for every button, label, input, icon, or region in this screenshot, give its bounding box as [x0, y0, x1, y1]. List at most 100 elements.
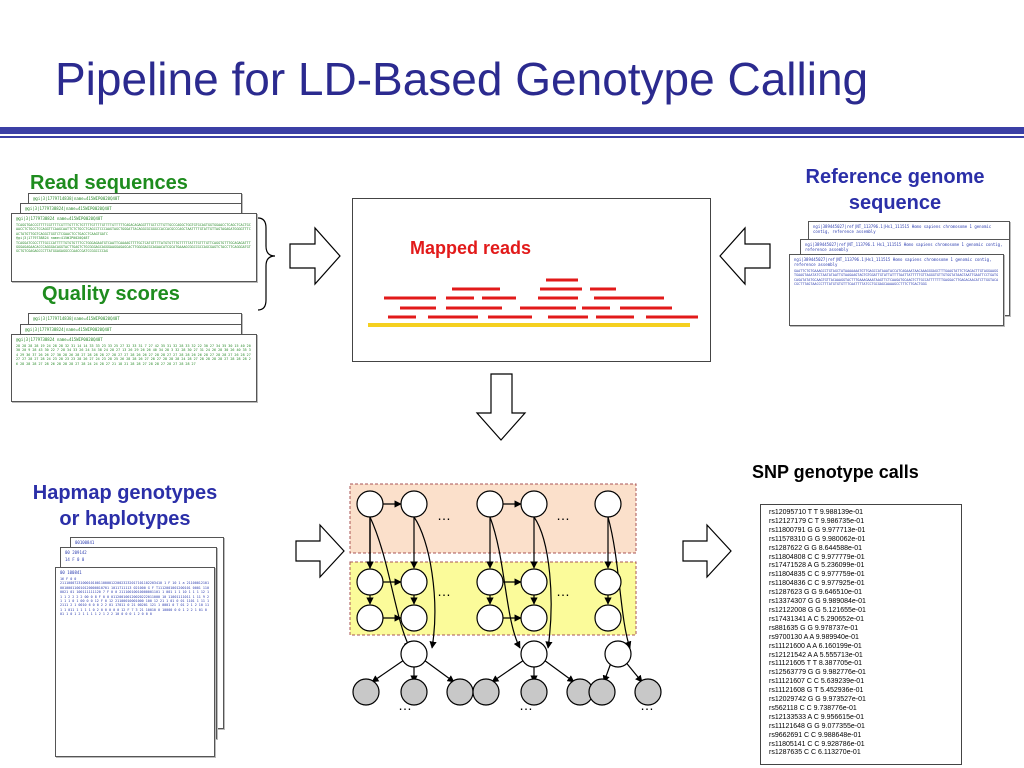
edge: [533, 516, 553, 649]
observed-node: [472, 678, 500, 706]
doc-header: ngi|389445027|ref|NT_113796.1|Hs1_111515…: [813, 224, 992, 234]
doc-header: 00100841: [75, 540, 95, 545]
edge: [491, 659, 525, 683]
snp-call-row: rs12121542 A A 5.555713e-01: [769, 651, 863, 659]
ellipsis: …: [437, 583, 451, 599]
read-doc-front: @gi|3|1779738824 name=415WIP0020Q48T TCA…: [11, 213, 257, 282]
state-node: [594, 604, 622, 632]
doc-header: @gi|3|1779738824|name=415WIP0020Q48T: [25, 327, 112, 332]
curly-brace: [257, 217, 276, 311]
observed-node: [588, 678, 616, 706]
doc-body-2: TCAGGATCGCCTTTGCCCATTTTTGTGTGTTTCCTGGGAG…: [16, 240, 251, 254]
doc-header: @gi|3|1779738824 name=415WIP0020Q48T: [16, 337, 103, 342]
snp-call-row: rs1287622 G G 8.644588e-01: [769, 544, 863, 552]
observed-node: [446, 678, 474, 706]
reference-genome-label: Reference genome sequence: [800, 164, 990, 216]
hapmap-label-line2: or haplotypes: [59, 508, 191, 530]
hapmap-label-line1: Hapmap genotypes: [32, 482, 218, 504]
doc-header: @gi|3|1779738824|name=415WIP0020Q48T: [25, 206, 112, 211]
quality-scores-label: Quality scores: [42, 283, 180, 305]
doc-header: 00 209142: [65, 550, 87, 555]
snp-call-row: rs11121600 A A 6.160199e-01: [769, 642, 862, 650]
mapped-read-bars: [384, 278, 698, 319]
snp-call-row: rs11121605 T T 8.387705e-01: [769, 660, 863, 668]
snp-call-row: rs12095710 T T 9.988139e-01: [769, 509, 864, 516]
snp-call-row: rs9662691 C C 9.988648e-01: [769, 731, 862, 739]
snp-call-row: rs11121608 G T 5.452936e-01: [769, 687, 864, 695]
hapmap-doc-front: 00 100841 16 F 0 0 211100072310001010011…: [55, 567, 215, 757]
edge: [369, 516, 411, 649]
doc-header: ngi|389445027|ref|NT_113796.1 Hs1_111515…: [805, 242, 1003, 252]
state-node: [520, 604, 548, 632]
ellipsis: …: [556, 507, 570, 523]
ellipsis: …: [519, 697, 533, 713]
hapmap-label: Hapmap genotypes or haplotypes: [18, 480, 232, 532]
reference-label-line1: Reference genome: [805, 166, 985, 188]
ellipsis: …: [640, 697, 654, 713]
title-rule: [0, 127, 1024, 134]
ellipsis: …: [556, 583, 570, 599]
state-node: [356, 604, 384, 632]
snp-call-row: rs12563779 G G 9.982776e-01: [769, 669, 866, 677]
state-node: [400, 568, 428, 596]
block-arrow-left-reference: [719, 226, 771, 286]
block-arrow-down: [475, 373, 527, 441]
edge: [543, 659, 575, 683]
snp-call-row: rs9700130 A A 9.989940e-01: [769, 633, 859, 641]
snp-call-row: rs12029742 G G 9.973527e-01: [769, 696, 866, 704]
snp-call-row: rs17471528 A G 5.236099e-01: [769, 562, 865, 570]
snp-call-row: rs1287623 G G 9.646510e-01: [769, 589, 863, 597]
snp-call-row: rs11804836 C C 9.977925e-01: [769, 580, 865, 588]
genotype-node: [604, 640, 632, 668]
doc-header-2: @gi|3|1779738824 name=415WIP0020Q48T: [16, 236, 90, 241]
doc-subheader: 14 F 0 0: [65, 557, 85, 562]
doc-body: 2111000723100010100110000122002323201710…: [60, 581, 210, 617]
quality-doc-front: @gi|3|1779738824 name=415WIP0020Q48T 28 …: [11, 334, 257, 402]
doc-header: @gi|3|1779738824 name=415WIP0020Q48T: [16, 216, 103, 221]
mapped-reads-label: Mapped reads: [410, 238, 532, 258]
snp-call-row: rs11805141 C C 9.928786e-01: [769, 740, 865, 748]
snp-call-row: rs11804835 C C 9.977759e-01: [769, 571, 865, 579]
edge: [371, 659, 405, 683]
ellipsis: …: [398, 697, 412, 713]
snp-call-row: rs12127179 C T 9.986735e-01: [769, 517, 865, 525]
doc-header: @gi|3|1779714838|name=415WIP0020Q48T: [33, 316, 120, 321]
snp-call-row: rs12122008 G G 5.121655e-01: [769, 606, 866, 614]
snp-call-row: rs562118 C C 9.738776e-01: [769, 704, 857, 712]
doc-body: 28 28 28 28 19 24 28 28 32 31 14 14 33 3…: [16, 344, 251, 366]
state-node: [356, 568, 384, 596]
block-arrow-right-reads: [289, 226, 341, 286]
reference-label-line2: sequence: [848, 192, 942, 214]
title-rule-thin: [0, 136, 1024, 138]
page-title: Pipeline for LD-Based Genotype Calling: [55, 53, 869, 105]
mapped-reads-box: [352, 198, 711, 362]
state-node: [400, 604, 428, 632]
state-node: [594, 490, 622, 518]
snp-calls-label: SNP genotype calls: [752, 462, 919, 482]
snp-call-row: rs11121648 G G 9.077355e-01: [769, 722, 865, 730]
doc-body: GAATTCTGTGAAAGCCTGTAGCTATAAAAAAATGTTGAGC…: [794, 269, 999, 287]
snp-call-row: rs1287635 C C 6.113270e-01: [769, 749, 861, 757]
state-node: [520, 568, 548, 596]
state-node: [520, 490, 548, 518]
observed-node: [352, 678, 380, 706]
state-node: [594, 568, 622, 596]
state-node: [400, 490, 428, 518]
snp-call-row: rs11800791 G G 9.977713e-01: [769, 526, 866, 534]
doc-body: TCAGGTGACCGTTTTCGTTTTCGTTTGTTTCTGTTTTGTT…: [16, 223, 251, 236]
observed-node: [520, 678, 548, 706]
state-node: [356, 490, 384, 518]
edge: [423, 659, 455, 683]
genotype-node: [520, 640, 548, 668]
state-node: [476, 568, 504, 596]
doc-subheader: 16 F 0 0: [60, 577, 77, 581]
snp-call-row: rs13374307 G G 9.989084e-01: [769, 598, 866, 606]
observed-node: [634, 678, 662, 706]
reference-doc-front: ngi|389445027|ref|NT_113796.1|Hs1_111515…: [789, 254, 1004, 326]
observed-node: [400, 678, 428, 706]
block-arrow-right-snp: [682, 523, 732, 579]
snp-call-row: rs881635 G G 9.978737e-01: [769, 624, 859, 632]
